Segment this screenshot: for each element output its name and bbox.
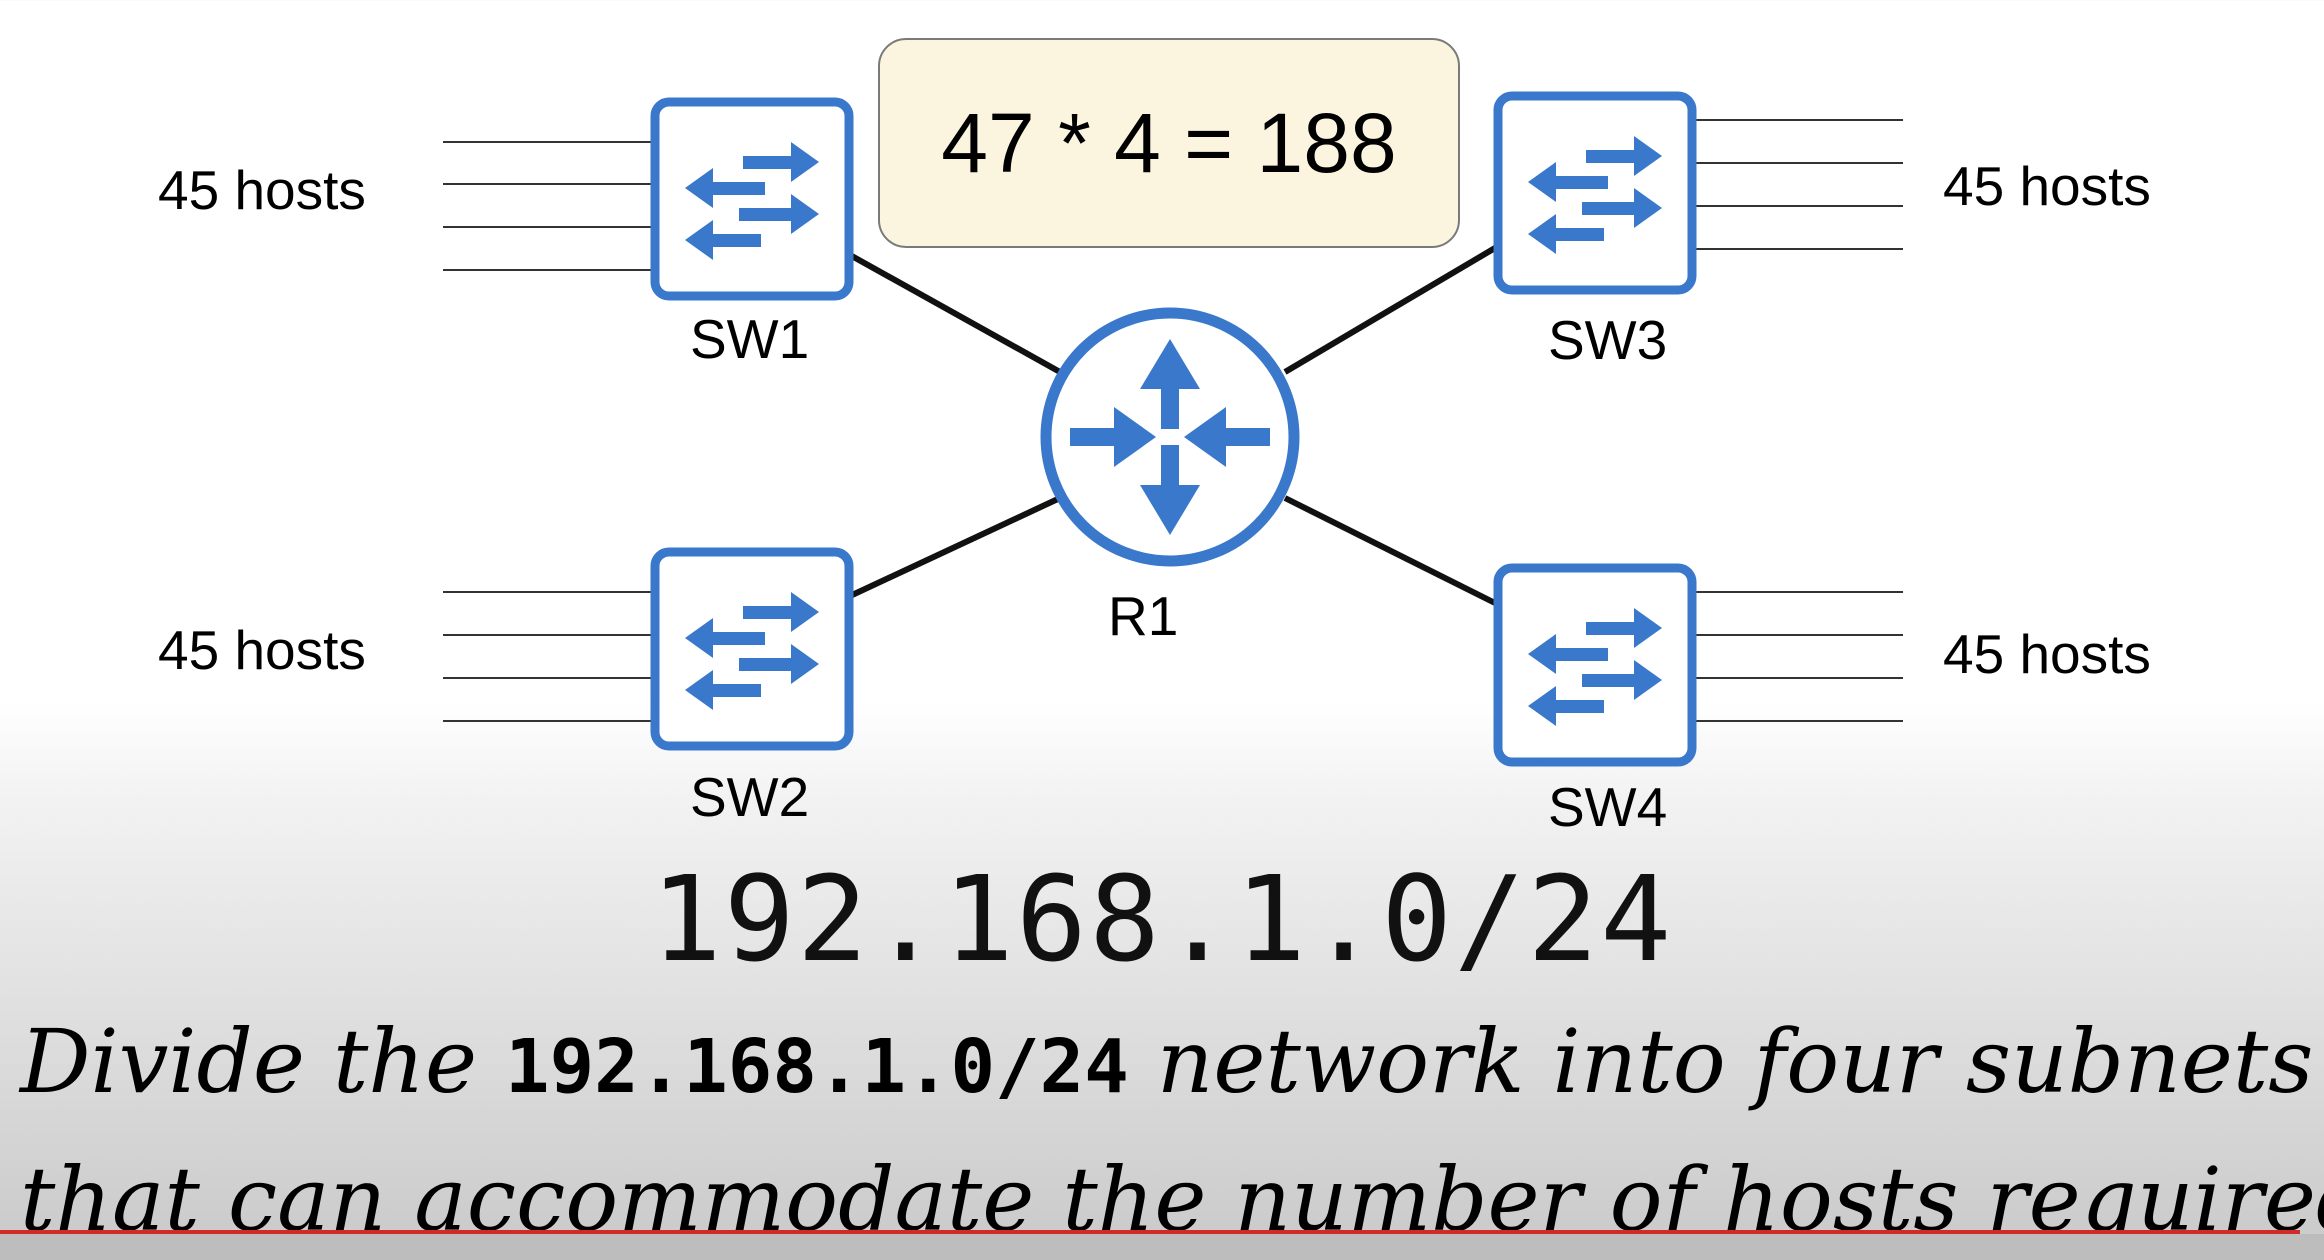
sw2-switch-icon	[655, 552, 849, 746]
sw1-name: SW1	[690, 308, 810, 370]
sw4-host-lines	[1690, 591, 1903, 722]
sw3-switch-icon	[1498, 96, 1692, 290]
sw3-name: SW3	[1548, 309, 1668, 371]
sw3-hosts-label: 45 hosts	[1943, 155, 2151, 217]
sw4-name: SW4	[1548, 776, 1668, 838]
sw4-switch-icon	[1498, 568, 1692, 762]
equation-text: 47 * 4 = 188	[941, 95, 1397, 190]
sw1-hosts-label: 45 hosts	[158, 159, 366, 221]
sw4-hosts-label: 45 hosts	[1943, 623, 2151, 685]
instruction-line-1: Divide the 192.168.1.0/24 network into f…	[20, 1010, 2313, 1113]
instruction-network: 192.168.1.0/24	[505, 1024, 1129, 1110]
bottom-strip	[0, 1234, 2324, 1260]
sw1-host-lines	[443, 141, 652, 271]
equation-callout: 47 * 4 = 188	[878, 38, 1460, 248]
sw3-host-lines	[1690, 119, 1903, 250]
network-address: 192.168.1.0/24	[650, 850, 1674, 988]
red-underline	[0, 1230, 2300, 1234]
r1-router-icon	[1040, 307, 1300, 567]
instruction-line-1-after: network into four subnets	[1128, 1010, 2314, 1113]
link-sw2-r1	[848, 495, 1062, 599]
sw1-switch-icon	[655, 102, 849, 296]
sw2-name: SW2	[690, 766, 810, 828]
link-sw4-r1	[1283, 495, 1497, 606]
router-links	[848, 245, 1497, 606]
link-sw3-r1	[1283, 245, 1497, 375]
sw2-hosts-label: 45 hosts	[158, 619, 366, 681]
instruction-line-1-before: Divide the	[20, 1010, 506, 1113]
link-sw1-r1	[848, 252, 1062, 375]
sw2-host-lines	[443, 591, 652, 722]
r1-name: R1	[1108, 585, 1179, 647]
